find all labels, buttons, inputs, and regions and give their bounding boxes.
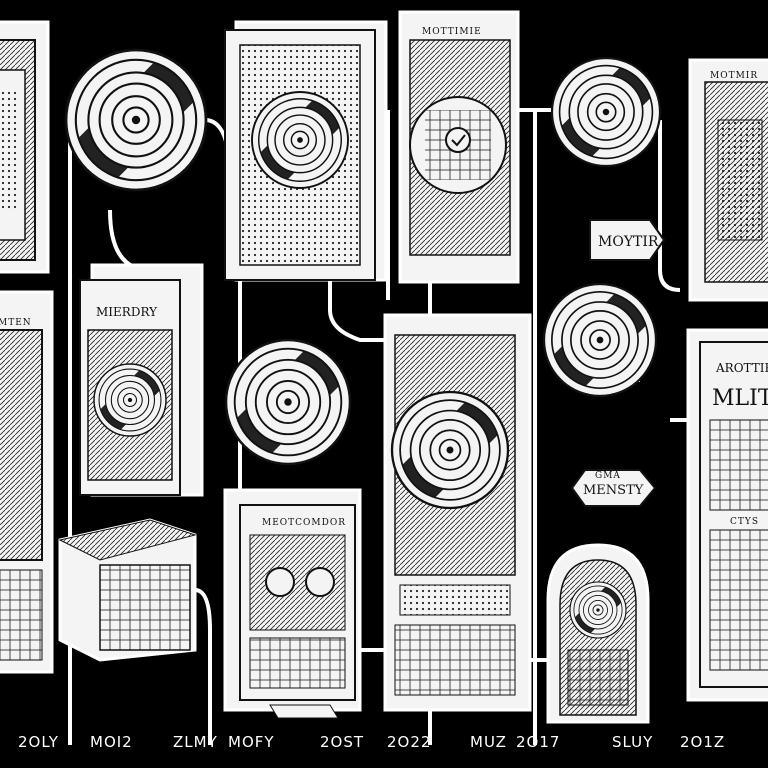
disc-top-right: [552, 58, 660, 166]
timeline-label-2: MOI2: [90, 733, 133, 751]
timeline-label-5: 2OST: [320, 733, 365, 751]
timeline-label-8: 2O17: [516, 733, 561, 751]
tag-mensty: GMA MENSTY: [570, 469, 657, 507]
card-top-center-title: MOTTIMIE: [422, 27, 482, 37]
card-left-top: [0, 20, 50, 274]
card-bottom-center-title: MEOTCOMDOR: [262, 518, 346, 528]
tag-mensty-small: GMA: [595, 471, 621, 481]
card-top-center: MOTTIMIE: [398, 10, 520, 284]
card-left-bottom: MTEN: [0, 290, 54, 674]
card-left-middle-title: MIERDRY: [96, 305, 158, 319]
card-left-title: MTEN: [0, 318, 32, 328]
disc-right-middle: [544, 284, 656, 396]
card-bottom-center: MEOTCOMDOR: [223, 488, 362, 719]
disc-top-left: [66, 50, 206, 190]
card-left-middle: MIERDRY: [80, 263, 204, 497]
card-top-right-title: MOTMIR: [710, 71, 758, 81]
tag-motir: MOYTIR: [589, 219, 666, 261]
card-right-bottom: AROTTIR MLITIS CTYS: [686, 328, 768, 702]
card-right-small: CTYS: [730, 517, 759, 527]
card-right-title-b: MLITIS: [712, 386, 768, 411]
timeline-label-1: 2OLY: [18, 733, 59, 751]
timeline-label-10: 2O1Z: [680, 733, 726, 751]
card-center-tall: [385, 313, 530, 712]
tag-mensty-label: MENSTY: [583, 483, 644, 498]
timeline-label-7: MUZ: [470, 733, 507, 751]
arch-door: [546, 543, 650, 724]
card-top-center-left: [224, 20, 388, 282]
disc-middle: [226, 340, 350, 464]
timeline-label-4: MOFY: [228, 733, 275, 751]
timeline-label-9: SLUY: [612, 733, 654, 751]
tag-motir-label: MOYTIR: [598, 234, 659, 250]
card-top-right: MOTMIR: [688, 58, 768, 302]
timeline-label-6: 2O22: [387, 733, 432, 751]
box-block: [58, 518, 197, 662]
timeline-label-3: ZLMY: [173, 733, 218, 751]
card-right-title-a: AROTTIR: [715, 361, 768, 375]
